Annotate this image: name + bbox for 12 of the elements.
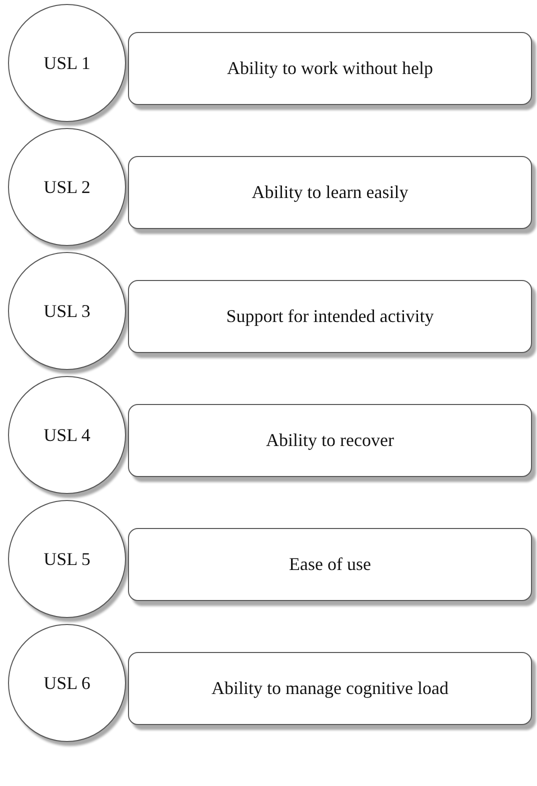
label-circle: USL 2: [8, 128, 126, 246]
label-circle: USL 6: [8, 624, 126, 742]
description-box: Ease of use: [128, 528, 532, 601]
description-box: Ability to work without help: [128, 32, 532, 105]
label-circle: USL 3: [8, 252, 126, 370]
label-circle: USL 4: [8, 376, 126, 494]
description-box: Ability to manage cognitive load: [128, 652, 532, 725]
description-box: Ability to learn easily: [128, 156, 532, 229]
description-box: Ability to recover: [128, 404, 532, 477]
label-circle: USL 5: [8, 500, 126, 618]
description-box: Support for intended activity: [128, 280, 532, 353]
label-circle: USL 1: [8, 4, 126, 122]
